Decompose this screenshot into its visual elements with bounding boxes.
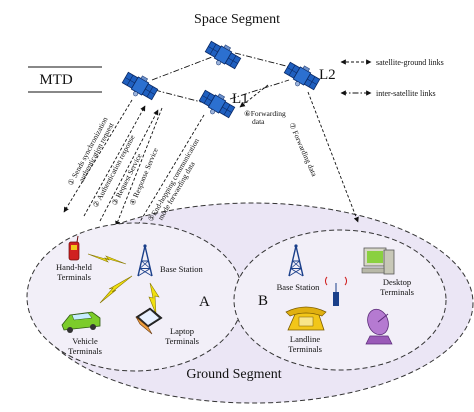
lightning-icon: [87, 253, 127, 265]
legend-inter-satellite-label: inter-satellite links: [376, 89, 436, 98]
step-7-label: ⑦ Forwarding data: [287, 121, 319, 178]
step-6-label: ⑥Forwarding data: [244, 109, 286, 126]
vehicle-icon: [61, 311, 101, 333]
svg-text:data: data: [252, 117, 265, 126]
space-segment-title: Space Segment: [194, 12, 280, 27]
satellite-ground-links: [63, 84, 359, 231]
laptop-icon: [135, 307, 163, 335]
desktop-label-1: Desktop: [383, 277, 411, 287]
region-a-label: A: [199, 294, 210, 310]
region-a-area: [26, 222, 244, 372]
landline-label-1: Landline: [290, 334, 320, 344]
base-station-b-label: Base Station: [277, 282, 320, 292]
wireless-links-a: [87, 253, 160, 315]
legend: satellite-ground links inter-satellite l…: [340, 58, 444, 98]
mtd-label: MTD: [39, 72, 73, 88]
vehicle-label-1: Vehicle: [72, 336, 98, 346]
region-b-label: B: [258, 293, 268, 309]
legend-satellite-ground-label: satellite-ground links: [376, 58, 444, 67]
landline-phone-icon: [285, 306, 327, 331]
antenna-icon: [325, 276, 347, 306]
landline-label-2: Terminals: [288, 344, 322, 354]
satellite-dish-icon: [365, 308, 393, 345]
handheld-phone-icon: [68, 235, 80, 261]
base-station-a-label: Base Station: [160, 264, 203, 274]
vehicle-label-2: Terminals: [68, 346, 102, 356]
satellite-l1-label: L1: [232, 91, 249, 107]
satellite-l2-label: L2: [319, 67, 336, 83]
handheld-label-1: Hand-held: [56, 262, 93, 272]
desktop-label-2: Terminals: [380, 287, 414, 297]
desktop-computer-icon: [361, 247, 395, 275]
inter-satellite-links: [151, 52, 291, 104]
laptop-label-1: Laptop: [170, 326, 194, 336]
ground-segment-title: Ground Segment: [186, 367, 281, 382]
satellite-top-icon: [202, 37, 244, 74]
lightning-icon: [99, 275, 133, 304]
svg-text:⑥Forwarding: ⑥Forwarding: [244, 109, 286, 118]
handheld-label-2: Terminals: [57, 272, 91, 282]
laptop-label-2: Terminals: [165, 336, 199, 346]
mtd-satellite-icon: [119, 68, 161, 105]
svg-text:⑦ Forwarding data: ⑦ Forwarding data: [287, 121, 319, 178]
satellite-l2-icon: [281, 58, 323, 95]
